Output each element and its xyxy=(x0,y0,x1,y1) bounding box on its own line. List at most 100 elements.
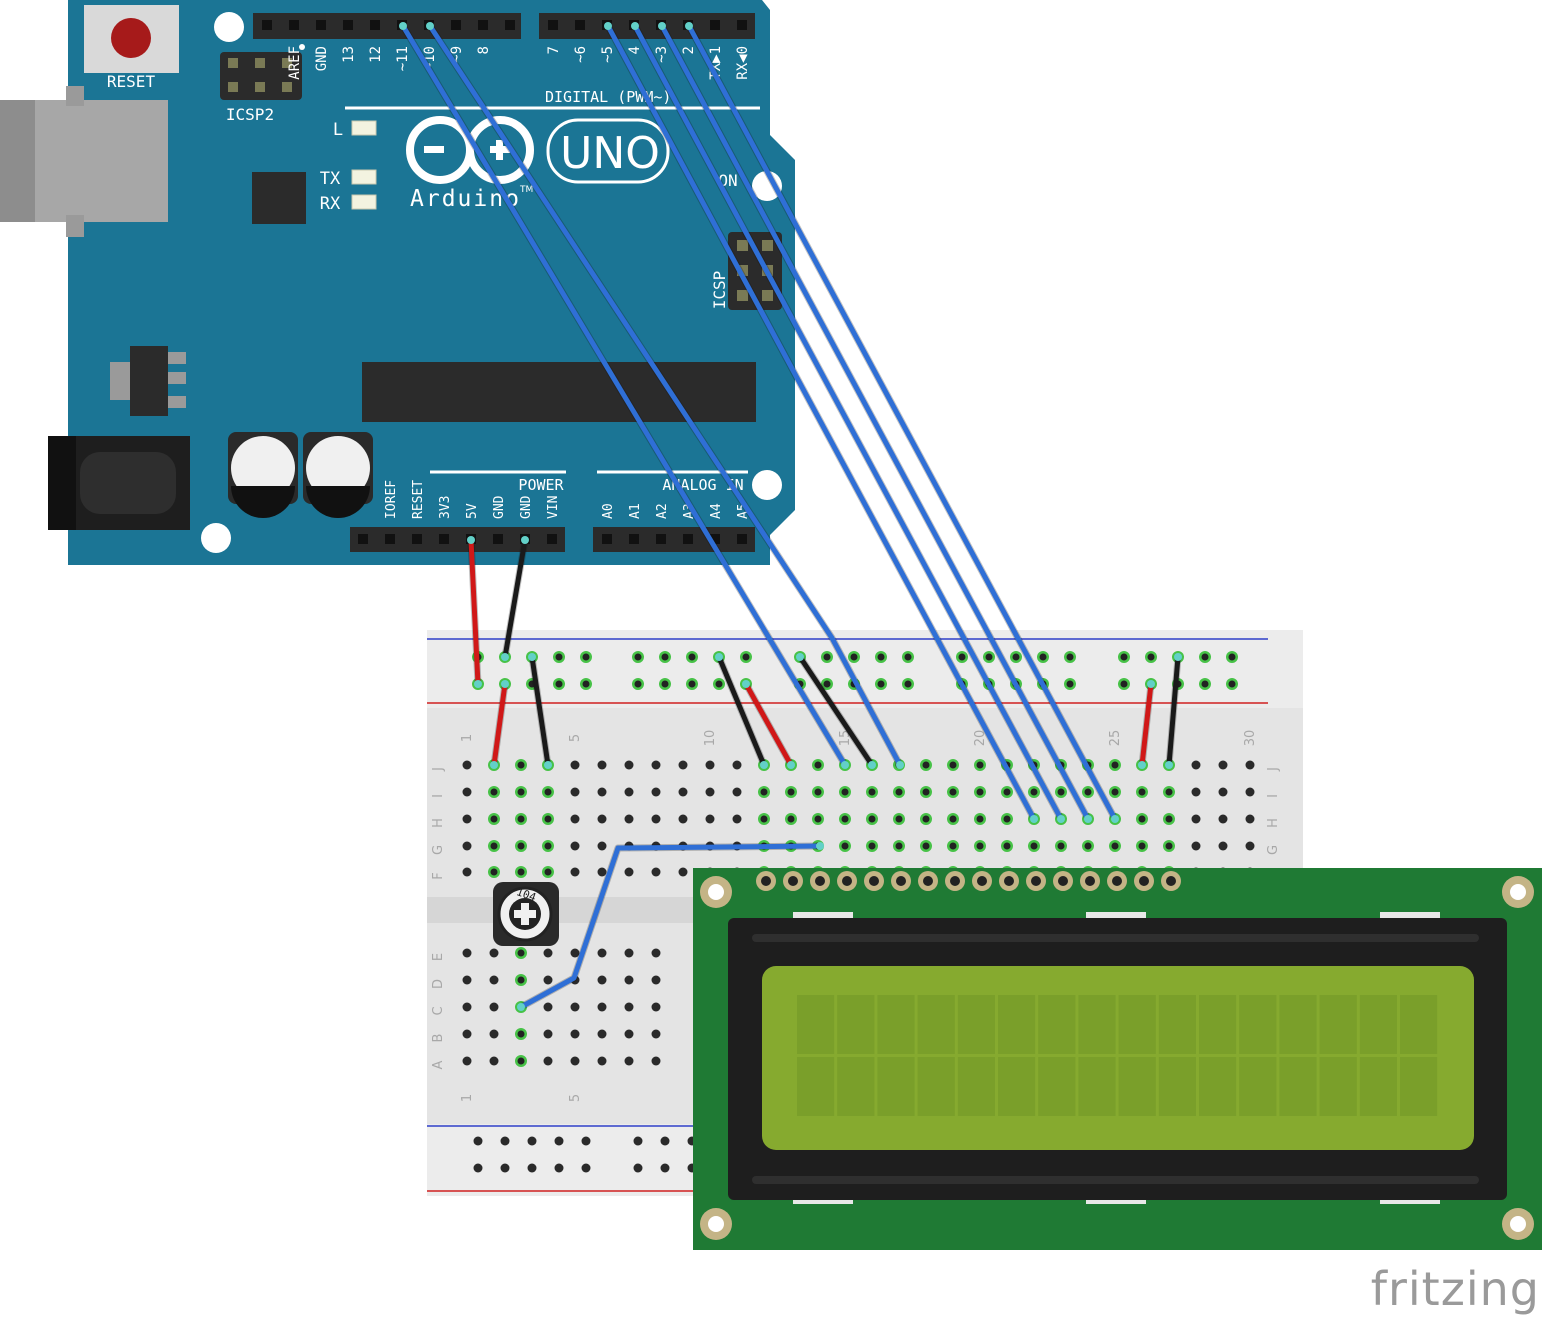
column-number: 1 xyxy=(460,1094,475,1102)
breadboard-hole xyxy=(732,787,742,797)
rail-hole-center xyxy=(1201,653,1209,661)
breadboard-hole xyxy=(705,787,715,797)
potentiometer[interactable]: 104 xyxy=(493,882,559,946)
lcd-pin-hole xyxy=(761,876,771,886)
mounting-hole xyxy=(752,470,782,500)
lcd-pin-hole xyxy=(950,876,960,886)
power-jack xyxy=(48,436,190,530)
rail-hole-center xyxy=(1147,653,1155,661)
reset-button[interactable] xyxy=(111,18,151,58)
lcd-pin-hole xyxy=(815,876,825,886)
breadboard-hole xyxy=(678,787,688,797)
breadboard-hole-center xyxy=(1111,788,1119,796)
breadboard-hole-center xyxy=(517,976,525,984)
wire-end xyxy=(528,653,536,661)
lcd-tab xyxy=(793,912,853,918)
breadboard-hole-center xyxy=(544,815,552,823)
rail-hole-center xyxy=(661,653,669,661)
header-pin xyxy=(710,534,720,544)
lcd-tab xyxy=(1380,912,1440,918)
rail-hole xyxy=(527,1136,537,1146)
breadboard-hole xyxy=(570,814,580,824)
model-name: UNO xyxy=(560,128,660,179)
lcd-character-cell xyxy=(917,1057,955,1116)
breadboard-hole xyxy=(1218,814,1228,824)
lcd-pin-hole xyxy=(1031,876,1041,886)
rail-hole-center xyxy=(742,653,750,661)
pin-label: 2 xyxy=(681,46,697,54)
header-pin xyxy=(478,20,488,30)
rail-hole xyxy=(581,1136,591,1146)
pin-label: 8 xyxy=(476,46,492,54)
lcd-mount-hole xyxy=(700,876,732,908)
rail-hole-center xyxy=(688,680,696,688)
rail-hole-center xyxy=(1120,680,1128,688)
wire-end xyxy=(658,22,666,30)
column-number: 30 xyxy=(1243,730,1258,747)
breadboard-hole xyxy=(1191,814,1201,824)
rail-hole-center xyxy=(1066,653,1074,661)
lcd-module xyxy=(693,868,1542,1250)
breadboard-hole-center xyxy=(490,815,498,823)
header-pin xyxy=(289,20,299,30)
wire-end xyxy=(685,22,693,30)
signal-wire-d4 xyxy=(632,23,1064,822)
rail-hole xyxy=(527,1163,537,1173)
breadboard-hole xyxy=(1245,814,1255,824)
breadboard-hole-center xyxy=(922,842,930,850)
breadboard-hole-center xyxy=(868,788,876,796)
rail-hole-center xyxy=(877,680,885,688)
rail-hole-center xyxy=(555,653,563,661)
lcd-pin-hole xyxy=(869,876,879,886)
wire-end xyxy=(517,1003,525,1011)
breadboard-hole xyxy=(570,1029,580,1039)
breadboard-hole xyxy=(1245,787,1255,797)
lcd-pin-hole xyxy=(1085,876,1095,886)
rail-hole-center xyxy=(904,653,912,661)
wire-end xyxy=(1138,761,1146,769)
lcd-mount-hole xyxy=(1502,1208,1534,1240)
breadboard-hole xyxy=(1218,787,1228,797)
column-number: 25 xyxy=(1108,730,1123,747)
lcd-character-cell xyxy=(797,995,835,1054)
signal-wire-d2 xyxy=(686,23,1118,822)
breadboard-hole xyxy=(543,975,553,985)
lcd-pin-hole xyxy=(1112,876,1122,886)
lcd-pin-hole xyxy=(1139,876,1149,886)
row-letter: C xyxy=(431,1006,446,1015)
row-letter: H xyxy=(431,818,446,828)
signal-wire-contrast xyxy=(518,843,823,1010)
wire-end xyxy=(474,680,482,688)
lcd-character-cell xyxy=(1158,995,1196,1054)
rail-hole-center xyxy=(688,653,696,661)
lcd-mount-hole xyxy=(700,1208,732,1240)
led-l-label: L xyxy=(333,120,343,140)
breadboard-hole-center xyxy=(1111,761,1119,769)
lcd-character-cell xyxy=(1400,1057,1438,1116)
breadboard-hole-center xyxy=(1057,842,1065,850)
breadboard-hole-center xyxy=(1003,815,1011,823)
rail-hole-center xyxy=(904,680,912,688)
breadboard-hole-center xyxy=(814,788,822,796)
voltage-regulator xyxy=(110,346,186,416)
wire-end xyxy=(399,22,407,30)
breadboard-hole-center xyxy=(1057,788,1065,796)
lcd-character-cell xyxy=(797,1057,835,1116)
breadboard-hole xyxy=(651,1056,661,1066)
arduino-board: RESET ICSP2 L TX RX xyxy=(0,0,795,565)
column-number: 5 xyxy=(568,1094,583,1102)
breadboard-hole xyxy=(624,760,634,770)
pin-label: VIN xyxy=(546,496,561,519)
breadboard-labels: JJIIHHGGFFEDCBA15101520253015 xyxy=(431,730,1281,1102)
lcd-mount-hole xyxy=(1502,876,1534,908)
breadboard-hole xyxy=(543,1002,553,1012)
led-l xyxy=(351,120,377,136)
breadboard-hole-center xyxy=(895,788,903,796)
row-letter: J xyxy=(1266,767,1281,772)
breadboard-hole xyxy=(462,975,472,985)
uno-badge xyxy=(546,118,670,184)
lcd-character-cell xyxy=(1038,1057,1076,1116)
breadboard-hole xyxy=(597,841,607,851)
wire-end xyxy=(841,761,849,769)
